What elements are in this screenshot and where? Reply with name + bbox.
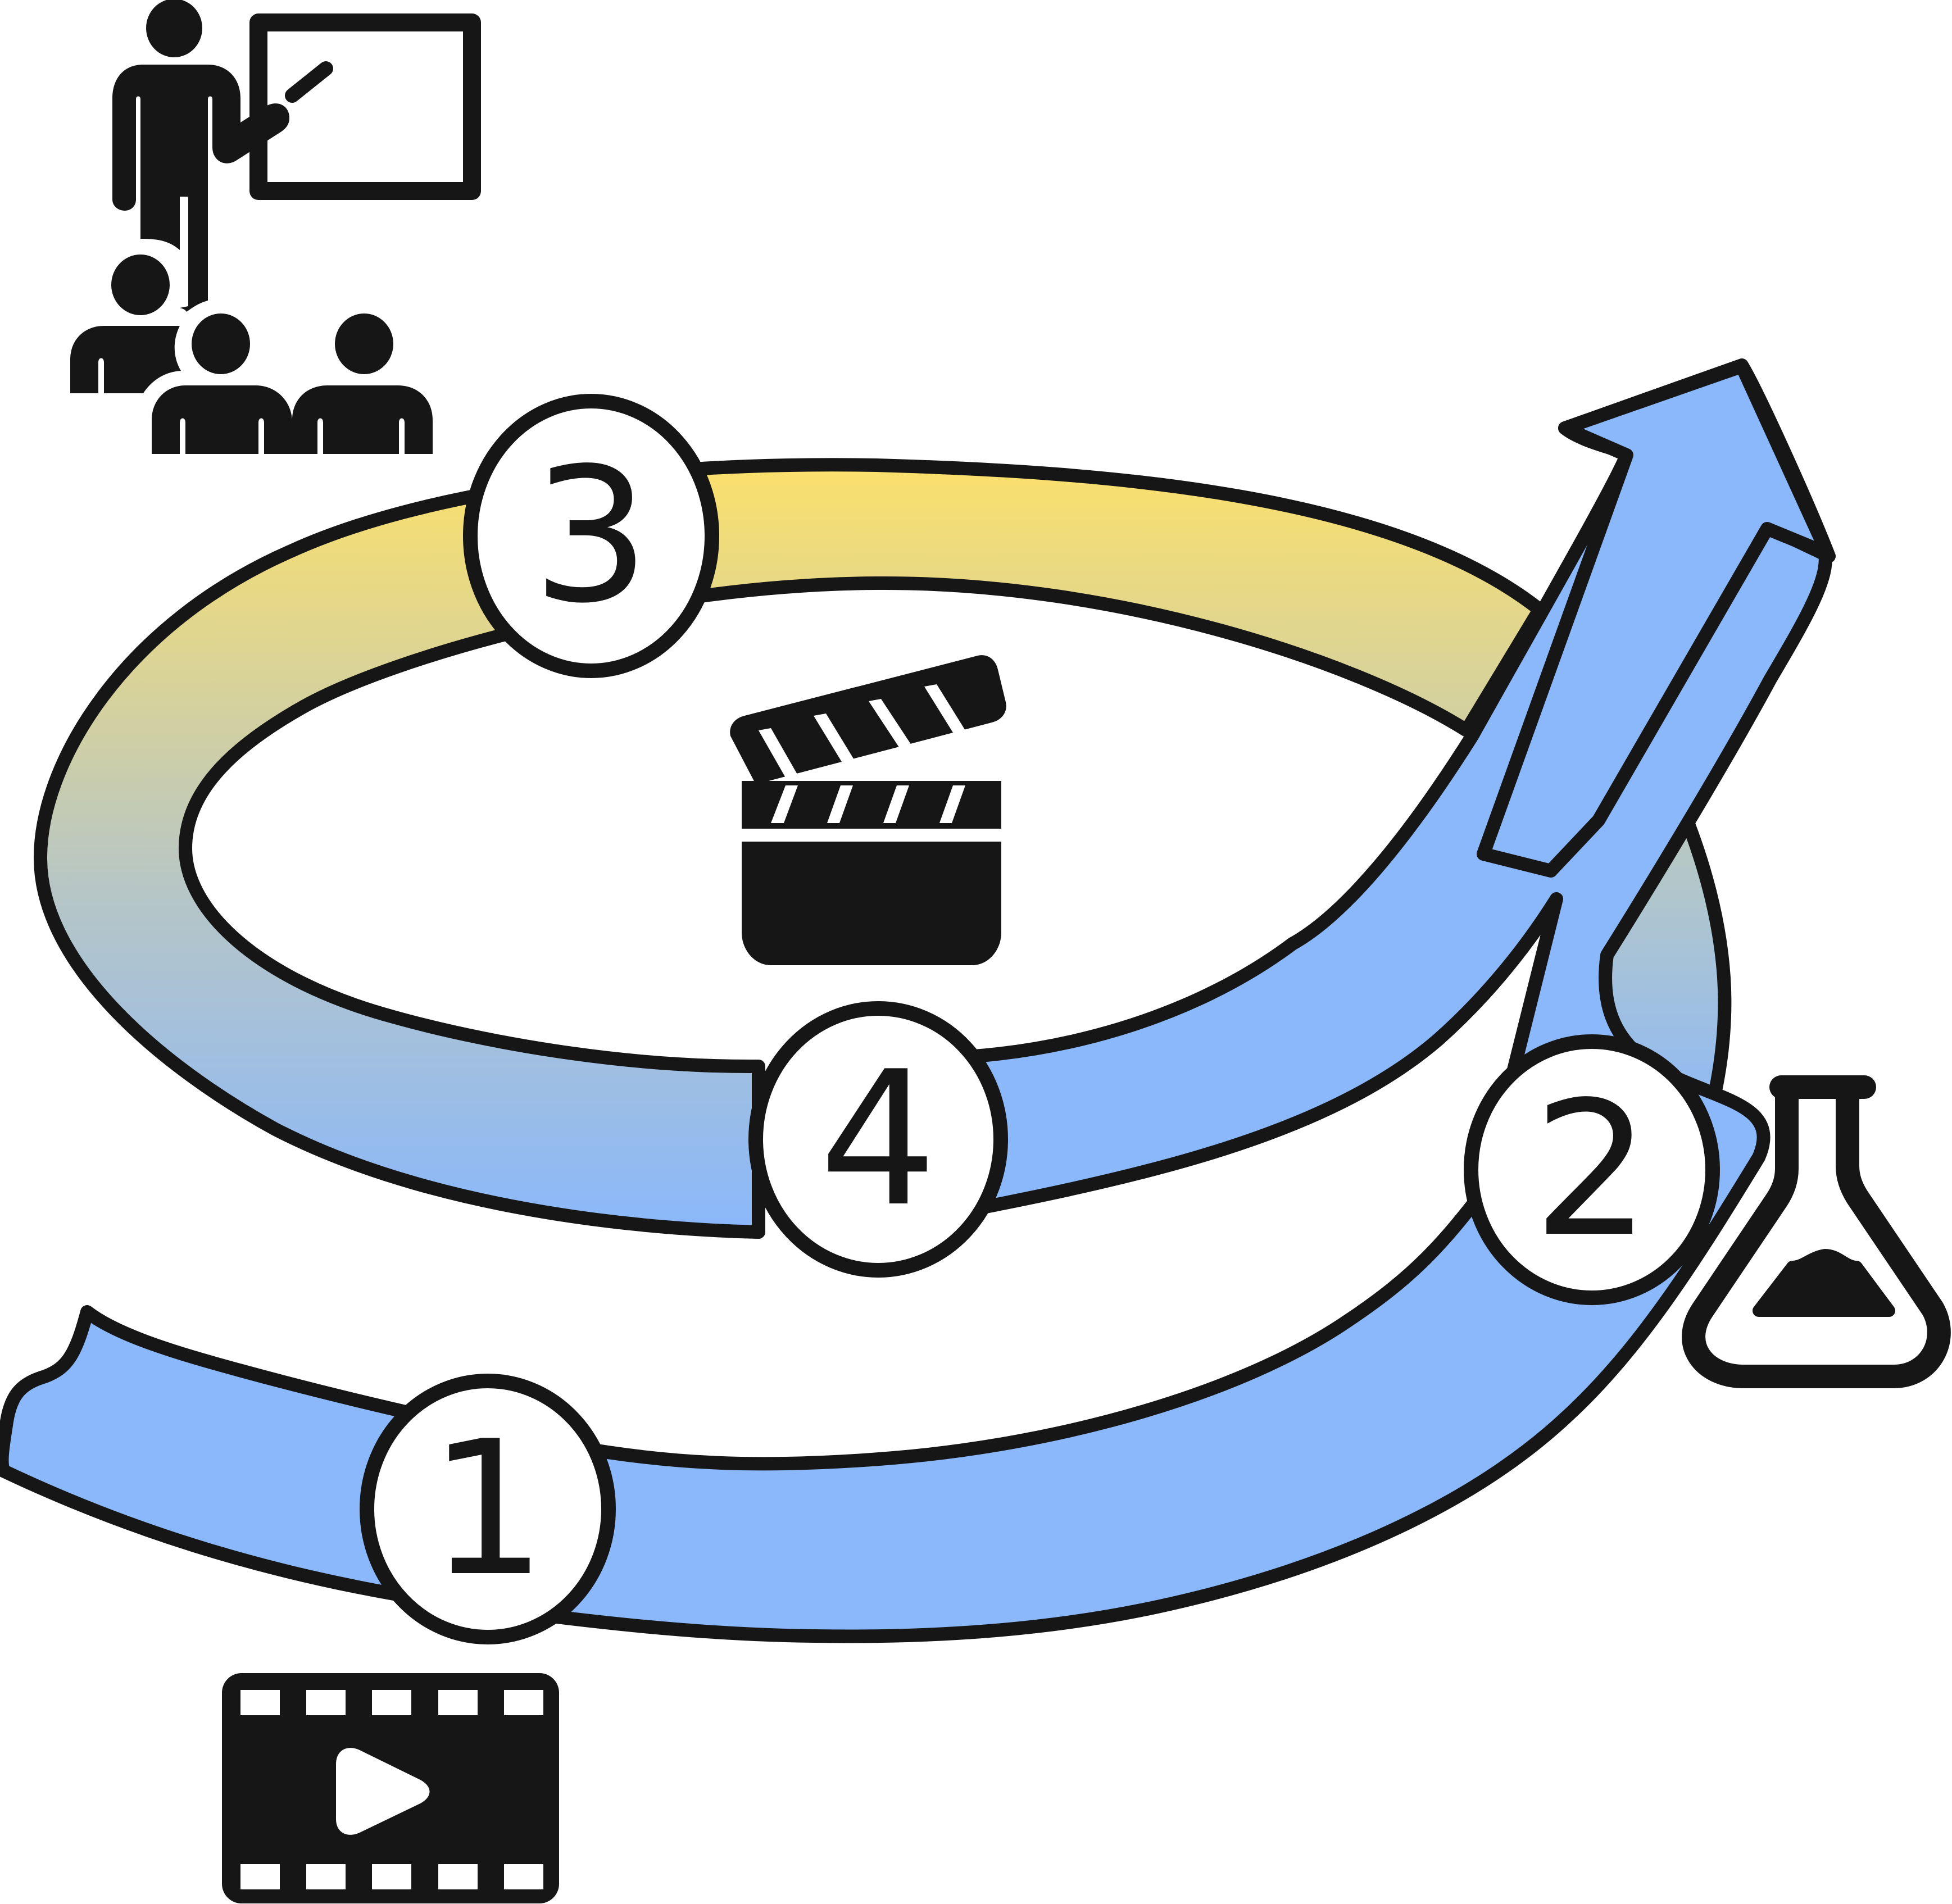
step-4-number: 4	[819, 1031, 937, 1247]
play-icon	[336, 1748, 430, 1835]
step-3-marker: 3	[463, 394, 719, 678]
step-2-number: 2	[1533, 1062, 1651, 1278]
lab-flask-icon	[1682, 1075, 1951, 1388]
step-1-marker: 1	[360, 1374, 616, 1644]
clapperboard-icon	[730, 655, 1006, 965]
step-2-marker: 2	[1464, 1034, 1720, 1305]
arrow-head	[1477, 360, 1834, 878]
film-strip-play-icon	[222, 1673, 559, 1903]
teacher-presentation-icon	[70, 0, 481, 454]
step-1-number: 1	[429, 1401, 547, 1617]
step-4-marker: 4	[748, 1001, 1008, 1278]
step-3-number: 3	[532, 428, 650, 644]
